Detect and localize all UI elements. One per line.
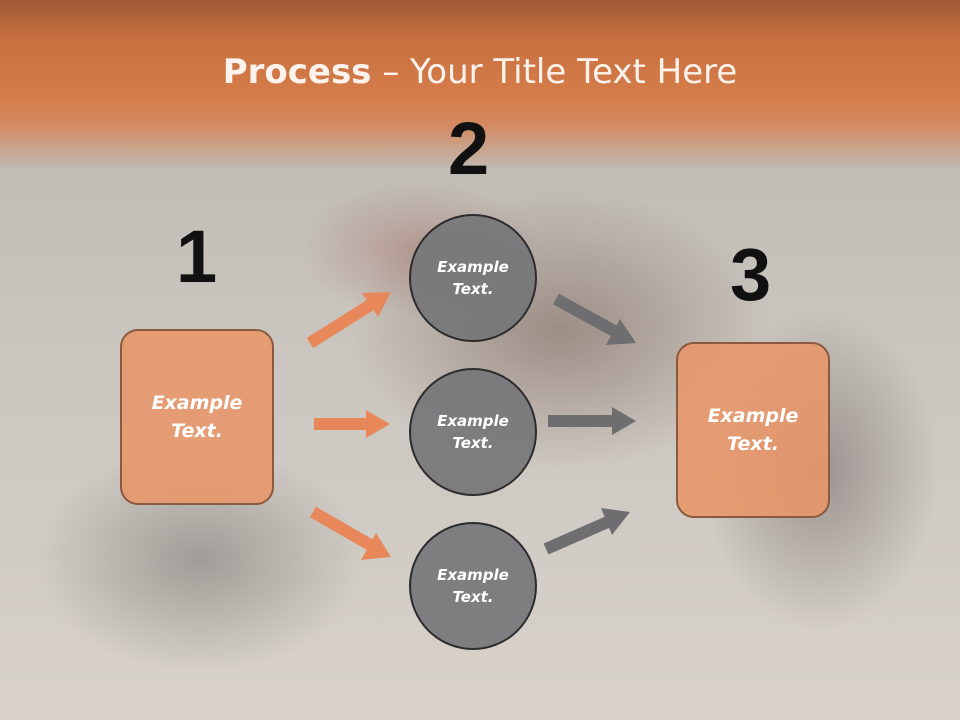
- step-number-2: 2: [448, 107, 490, 190]
- gray-arrow-up: [543, 508, 630, 555]
- end-box-line1: Example: [707, 404, 799, 427]
- orange-arrow-down: [310, 506, 391, 560]
- start-box-line2: Text.: [171, 420, 223, 442]
- end-box: Example Text.: [676, 342, 830, 518]
- step-number-3: 3: [730, 233, 772, 316]
- title-bold: Process: [222, 52, 372, 92]
- gray-arrow-right: [548, 407, 636, 435]
- slide-title: Process – Your Title Text Here: [0, 52, 960, 92]
- circle-middle-line2: Text.: [452, 434, 494, 452]
- start-box: Example Text.: [120, 329, 274, 505]
- start-box-line1: Example: [151, 391, 243, 414]
- step-number-1: 1: [176, 215, 218, 298]
- title-rest: – Your Title Text Here: [371, 52, 738, 92]
- circle-bottom-line1: Example: [437, 565, 509, 584]
- circle-bottom-line2: Text.: [452, 588, 494, 606]
- circle-top-line1: Example: [437, 257, 509, 276]
- step-circle-middle: Example Text.: [409, 368, 537, 496]
- orange-arrow-up: [306, 292, 391, 349]
- orange-arrow-right: [314, 410, 390, 438]
- circle-top-line2: Text.: [452, 280, 494, 298]
- title-band: [0, 0, 960, 170]
- step-circle-bottom: Example Text.: [409, 522, 537, 650]
- gray-arrow-down: [553, 293, 636, 345]
- end-box-line2: Text.: [727, 433, 779, 455]
- step-circle-top: Example Text.: [409, 214, 537, 342]
- circle-middle-line1: Example: [437, 411, 509, 430]
